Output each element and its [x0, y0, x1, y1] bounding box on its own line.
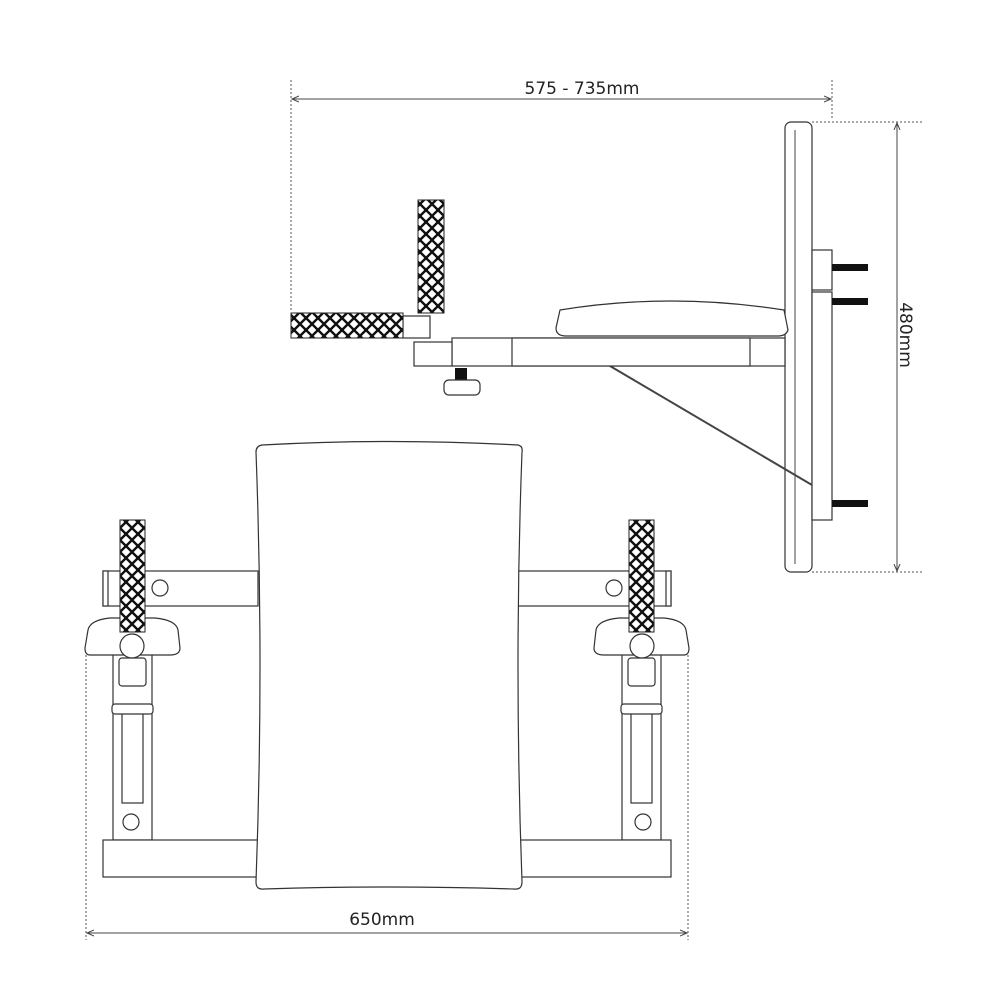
- right-handle-unit: [515, 519, 690, 878]
- dimension-lines: 575 - 735mm 480mm 650mm: [85, 79, 922, 940]
- bolt-icon: [832, 298, 868, 305]
- wall-bracket-lower: [811, 291, 833, 521]
- left-handle-unit: [84, 519, 259, 878]
- wall-plate: [784, 121, 813, 573]
- grip-vertical: [417, 199, 445, 314]
- bolt-icon: [832, 500, 868, 507]
- grip: [119, 519, 146, 633]
- arm-clamp: [413, 341, 453, 367]
- width-dimension-label: 650mm: [349, 910, 415, 930]
- height-dimension-label: 480mm: [895, 302, 915, 368]
- grip-horizontal: [290, 312, 404, 339]
- back-pad: [255, 440, 523, 890]
- top-view: [84, 440, 690, 890]
- depth-dimension-label: 575 - 735mm: [525, 79, 640, 99]
- arm-pad: [555, 300, 789, 337]
- support-brace: [609, 365, 813, 486]
- wall-bracket-upper: [811, 249, 833, 291]
- bolt-icon: [832, 264, 868, 271]
- side-view: [290, 121, 868, 573]
- adjust-knob: [443, 379, 481, 396]
